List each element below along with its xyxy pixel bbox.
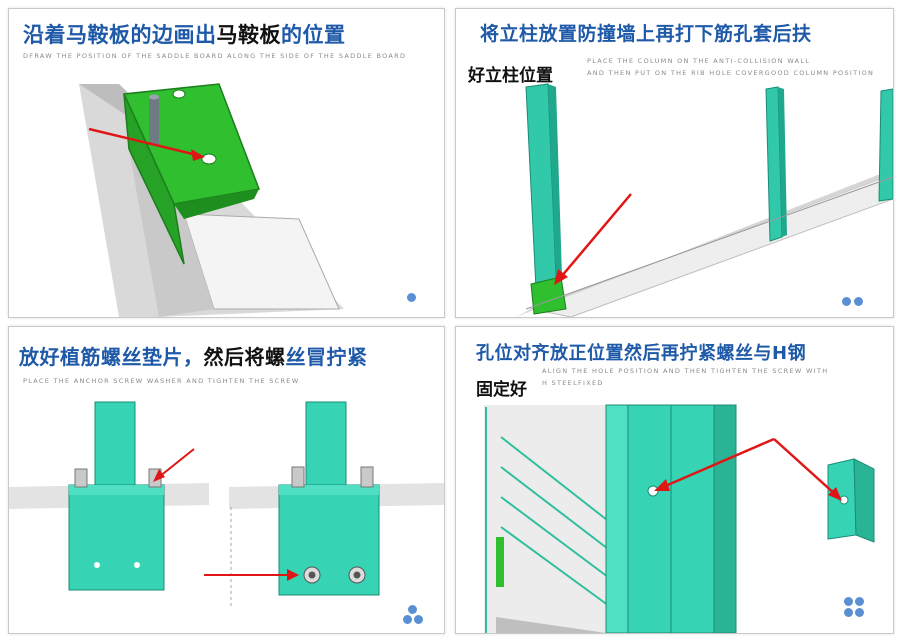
saddle-board-illustration — [79, 83, 344, 317]
panel-4-title: 孔位对齐放正位置然后再拧紧螺丝与H钢 — [476, 343, 807, 364]
nav-dot-icon[interactable] — [408, 605, 417, 614]
panel-3-title-part3: 丝冒拧紧 — [285, 345, 368, 369]
red-arrow-icon — [773, 438, 842, 501]
anchor-bolt — [149, 94, 159, 145]
red-arrow-icon — [654, 437, 775, 491]
panel-saddle-board: 沿着马鞍板的边画出马鞍板的位置 DFRAW THE POSITION OF TH… — [8, 8, 445, 318]
panel-1-title-part3: 的位置 — [281, 23, 346, 47]
panel-tighten-screw: 放好植筋螺丝垫片，然后将螺丝冒拧紧 PLACE THE ANCHOR SCREW… — [8, 326, 445, 634]
panel-3-caption: PLACE THE ANCHOR SCREW WASHER AND TIGHTE… — [23, 377, 300, 385]
panel-3-title-part1: 放好植筋螺丝垫片， — [19, 345, 204, 369]
panel-2-caption-line2: AND THEN PUT ON THE RIB HOLE COVERGOOD C… — [587, 69, 875, 77]
nav-dot-icon[interactable] — [854, 297, 863, 306]
red-arrow-icon — [554, 193, 632, 285]
bolt — [291, 466, 374, 488]
panel-4-caption-line1: ALIGN THE HOLE POSITION AND THEN TIGHTEN… — [542, 367, 829, 375]
nav-dot-icon[interactable] — [855, 597, 864, 606]
column-left — [525, 83, 567, 315]
nav-dot-icon[interactable] — [407, 293, 416, 302]
nav-dot-icon[interactable] — [403, 615, 412, 624]
nav-dot-icon[interactable] — [414, 615, 423, 624]
red-arrow-icon — [88, 127, 205, 161]
panel-4-subtitle: 固定好 — [476, 380, 527, 400]
column-middle — [765, 86, 787, 242]
panel-3-title: 放好植筋螺丝垫片，然后将螺丝冒拧紧 — [19, 341, 368, 370]
column-wall-illustration — [516, 83, 893, 317]
panel-4-caption-line2: H STEELFIXED — [542, 379, 604, 387]
panel-1-title: 沿着马鞍板的边画出马鞍板的位置 — [23, 19, 346, 49]
panel-2-subtitle: 好立柱位置 — [468, 66, 553, 86]
h-steel-bracket — [827, 458, 875, 543]
red-arrow-icon — [153, 448, 195, 482]
panel-1-title-part2: 马鞍板 — [216, 23, 281, 47]
panel-2-title: 将立柱放置防撞墙上再打下筋孔套后扶 — [480, 23, 812, 45]
panel-align-holes: 孔位对齐放正位置然后再拧紧螺丝与H钢 固定好 ALIGN THE HOLE PO… — [455, 326, 894, 634]
h-steel-illustration — [484, 404, 875, 633]
column-right — [878, 88, 893, 202]
nav-dot-icon[interactable] — [844, 597, 853, 606]
panel-2-caption-line1: PLACE THE COLUMN ON THE ANTI-COLLISION W… — [587, 57, 811, 65]
h-steel-column — [605, 404, 737, 633]
panel-1-caption: DFRAW THE POSITION OF THE SADDLE BOARD A… — [23, 52, 407, 60]
nav-dot-icon[interactable] — [842, 297, 851, 306]
nav-dot-icon[interactable] — [855, 608, 864, 617]
panel-1-title-part1: 沿着马鞍板的边画出 — [23, 23, 217, 47]
panel-place-column: 将立柱放置防撞墙上再打下筋孔套后扶 好立柱位置 PLACE THE COLUMN… — [455, 8, 894, 318]
nav-dot-icon[interactable] — [844, 608, 853, 617]
panel-3-title-part2: 然后将螺 — [203, 345, 286, 369]
red-arrow-icon — [204, 569, 299, 581]
washer-screw-illustration — [9, 401, 444, 607]
